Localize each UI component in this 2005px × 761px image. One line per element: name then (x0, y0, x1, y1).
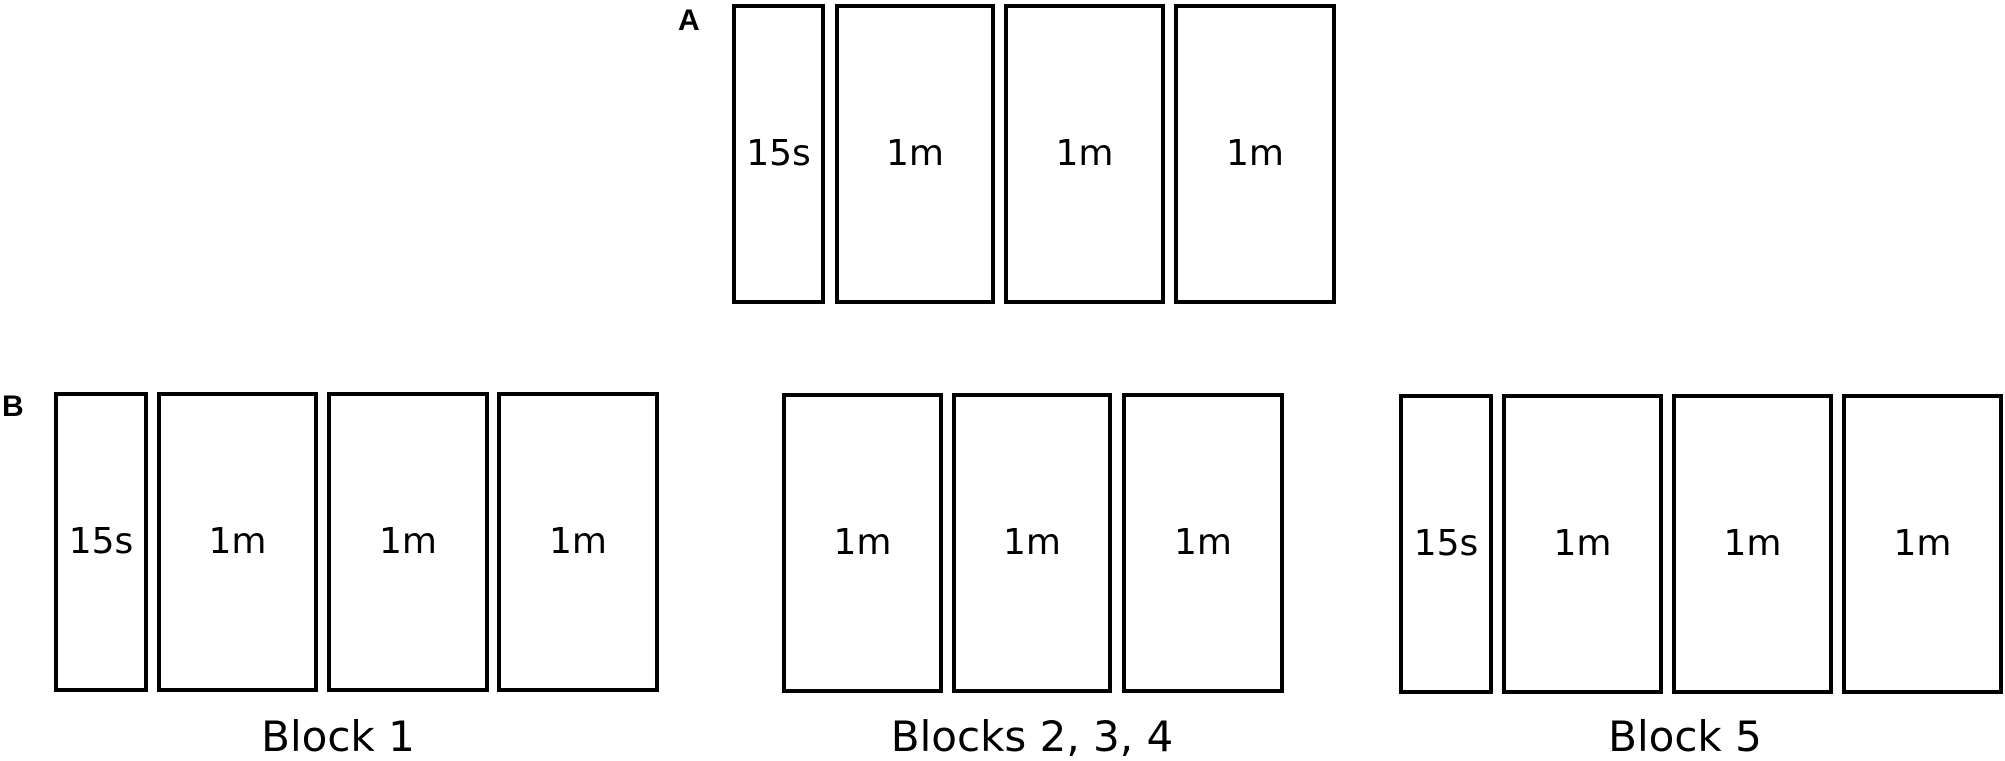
segment-label: 1m (379, 521, 437, 562)
blocks-2-3-4-caption: Blocks 2, 3, 4 (890, 712, 1174, 761)
segment-label: 1m (1174, 522, 1232, 563)
block-1-segment-15s: 15s (54, 392, 148, 692)
blocks-2-3-4-segment-1m: 1m (1122, 393, 1284, 693)
block-5-segment-1m: 1m (1842, 394, 2003, 694)
block-5-segment-1m: 1m (1672, 394, 1833, 694)
segment-label: 1m (1055, 133, 1114, 174)
block-5-segment-15s: 15s (1399, 394, 1493, 694)
blocks-2-3-4-segment-1m: 1m (952, 393, 1112, 693)
block-5-segment-1m: 1m (1502, 394, 1663, 694)
segment-label: 1m (1723, 523, 1782, 564)
block-1-segment-1m: 1m (497, 392, 659, 692)
segment-label: 1m (833, 522, 892, 563)
segment-label: 1m (1893, 523, 1952, 564)
panel-a-segment-1m: 1m (835, 4, 995, 304)
block-1-caption: Block 1 (261, 712, 415, 761)
segment-label: 1m (1003, 522, 1061, 563)
panel-b-letter: B (2, 390, 24, 423)
segment-label: 15s (68, 521, 134, 562)
segment-label: 1m (1226, 133, 1284, 174)
segment-label: 1m (886, 133, 944, 174)
panel-a-letter: A (678, 4, 700, 37)
segment-label: 1m (208, 521, 267, 562)
block-1-segment-1m: 1m (327, 392, 489, 692)
block-5-caption: Block 5 (1608, 712, 1762, 761)
block-1-segment-1m: 1m (157, 392, 318, 692)
segment-label: 1m (549, 521, 607, 562)
panel-a-segment-15s: 15s (732, 4, 825, 304)
segment-label: 1m (1553, 523, 1612, 564)
segment-label: 15s (746, 133, 811, 174)
panel-a-segment-1m: 1m (1004, 4, 1165, 304)
panel-a-segment-1m: 1m (1174, 4, 1336, 304)
segment-label: 15s (1413, 523, 1479, 564)
blocks-2-3-4-segment-1m: 1m (782, 393, 943, 693)
